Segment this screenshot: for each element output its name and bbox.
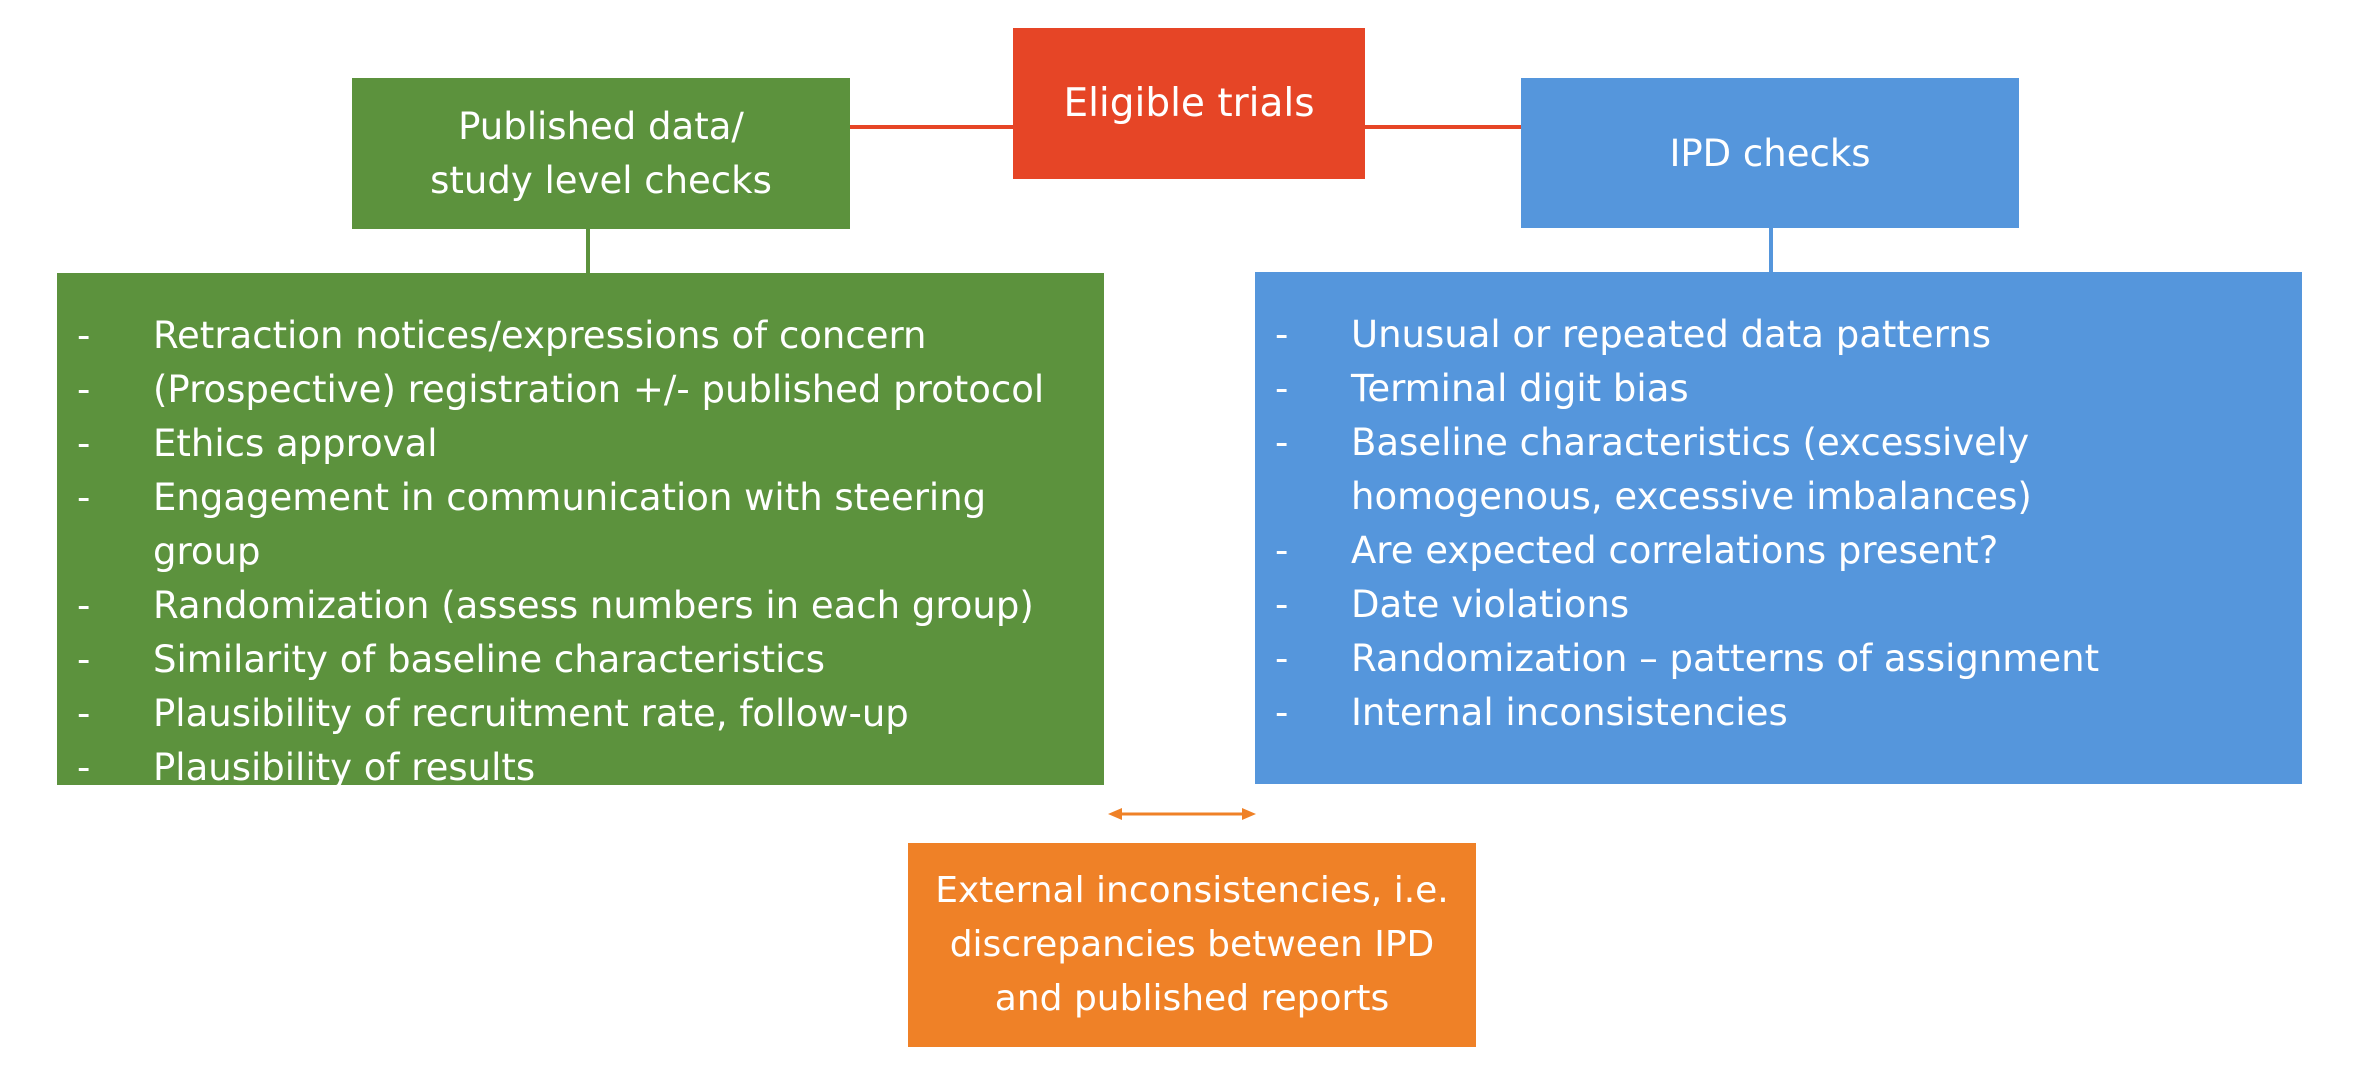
list-item-text: Randomization (assess numbers in each gr… <box>153 584 1034 627</box>
list-bullet: - <box>1275 313 1289 356</box>
list-item-text: Plausibility of recruitment rate, follow… <box>153 692 909 735</box>
list-item: - Date violations <box>1275 578 2302 632</box>
ipd-checks-list-box: - Unusual or repeated data patterns - Term… <box>1255 272 2302 784</box>
list-bullet: - <box>1275 583 1289 626</box>
list-item: - Unusual or repeated data patterns <box>1275 308 2302 362</box>
published-checks-list: - Retraction notices/expressions of conce… <box>57 309 1104 795</box>
list-bullet: - <box>77 692 91 735</box>
list-bullet: - <box>77 422 91 465</box>
list-bullet: - <box>77 746 91 789</box>
list-item: - Randomization (assess numbers in each g… <box>77 579 1104 633</box>
list-item-text: Ethics approval <box>153 422 438 465</box>
list-item-text: Are expected correlations present? <box>1351 529 1999 572</box>
list-bullet: - <box>1275 691 1289 734</box>
list-item: - Retraction notices/expressions of conce… <box>77 309 1104 363</box>
eligible-trials-label: Eligible trials <box>1063 81 1315 126</box>
list-item-text: Similarity of baseline characteristics <box>153 638 825 681</box>
list-item: - (Prospective) registration +/- publishe… <box>77 363 1104 417</box>
list-item-text: Internal inconsistencies <box>1351 691 1788 734</box>
list-item: - Baseline characteristics (excessively h… <box>1275 416 2302 524</box>
list-item: - Are expected correlations present? <box>1275 524 2302 578</box>
list-item: - Engagement in communication with steeri… <box>77 471 1104 579</box>
ipd-checks-list: - Unusual or repeated data patterns - Term… <box>1255 308 2302 740</box>
list-bullet: - <box>1275 529 1289 572</box>
connector-eligible-to-published <box>850 125 1013 129</box>
list-bullet: - <box>1275 421 1289 464</box>
list-item: - Terminal digit bias <box>1275 362 2302 416</box>
list-item: - Plausibility of results <box>77 741 1104 795</box>
external-inconsistencies-label: External inconsistencies, i.e. discrepan… <box>935 870 1449 1019</box>
list-item-text: (Prospective) registration +/- published… <box>153 368 1045 411</box>
list-item-text: Baseline characteristics (excessively ho… <box>1351 421 2032 518</box>
list-bullet: - <box>77 584 91 627</box>
list-item-text: Unusual or repeated data patterns <box>1351 313 1991 356</box>
connector-ipd-to-list <box>1769 228 1773 272</box>
list-bullet: - <box>77 638 91 681</box>
list-item-text: Retraction notices/expressions of concer… <box>153 314 927 357</box>
eligible-trials-box: Eligible trials <box>1013 28 1365 179</box>
list-item: - Randomization – patterns of assignment <box>1275 632 2302 686</box>
published-checks-header-box: Published data/ study level checks <box>352 78 850 229</box>
list-item-text: Engagement in communication with steerin… <box>153 476 987 573</box>
list-item-text: Plausibility of results <box>153 746 536 789</box>
published-checks-list-box: - Retraction notices/expressions of conce… <box>57 273 1104 789</box>
list-item-text: Terminal digit bias <box>1351 367 1689 410</box>
ipd-checks-header-box: IPD checks <box>1521 78 2019 228</box>
list-bullet: - <box>77 368 91 411</box>
list-bullet: - <box>77 476 91 519</box>
connector-published-to-list <box>586 229 590 273</box>
published-checks-title: Published data/ study level checks <box>430 104 772 202</box>
double-arrow-icon <box>1108 808 1256 820</box>
list-item: - Plausibility of recruitment rate, follo… <box>77 687 1104 741</box>
list-item: - Similarity of baseline characteristics <box>77 633 1104 687</box>
connector-eligible-to-ipd <box>1365 125 1521 129</box>
list-item: - Internal inconsistencies <box>1275 686 2302 740</box>
list-item-text: Randomization – patterns of assignment <box>1351 637 2100 680</box>
list-bullet: - <box>77 314 91 357</box>
list-bullet: - <box>1275 637 1289 680</box>
external-inconsistencies-box: External inconsistencies, i.e. discrepan… <box>908 843 1476 1047</box>
ipd-checks-title: IPD checks <box>1669 131 1871 175</box>
list-item-text: Date violations <box>1351 583 1630 626</box>
list-bullet: - <box>1275 367 1289 410</box>
list-item: - Ethics approval <box>77 417 1104 471</box>
